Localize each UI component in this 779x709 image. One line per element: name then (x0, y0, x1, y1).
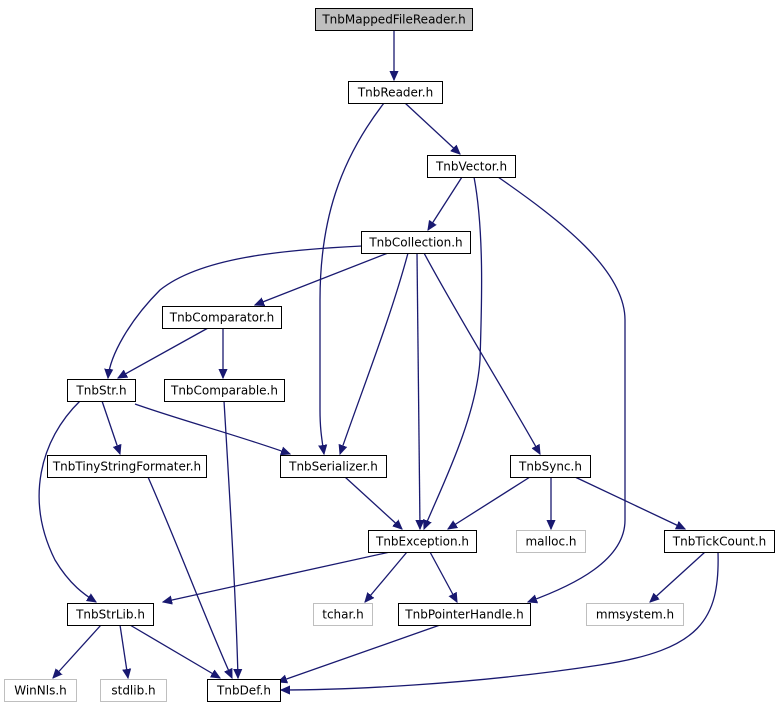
node-box (162, 306, 282, 329)
node-box (361, 231, 471, 254)
node-TnbComparator[interactable]: TnbComparator.h (162, 306, 282, 329)
edge-TnbCollection-to-TnbException (417, 252, 420, 529)
node-box (67, 379, 136, 402)
edge-TnbTinyStringFormater-to-TnbDef (147, 476, 233, 678)
node-box (315, 8, 473, 31)
edge-TnbComparable-to-TnbDef (223, 400, 238, 678)
nodes-layer: TnbMappedFileReader.hTnbReader.hTnbVecto… (4, 8, 775, 702)
edge-TnbSync-to-TnbTickCount (574, 476, 685, 530)
node-label: TnbComparable.h (170, 384, 278, 398)
edge-TnbStrLib-to-stdlib (119, 624, 128, 678)
node-label: tchar.h (322, 608, 364, 622)
node-box (67, 603, 154, 626)
node-TnbPointerHandle[interactable]: TnbPointerHandle.h (398, 603, 531, 626)
edge-TnbTickCount-to-mmsystem (650, 551, 706, 602)
edge-TnbStr-to-TnbSerializer (134, 403, 290, 454)
edge-TnbException-to-TnbStrLib (163, 551, 391, 602)
node-label: mmsystem.h (596, 608, 674, 622)
node-label: TnbReader.h (357, 86, 433, 100)
node-WinNls: WinNls.h (4, 679, 77, 702)
edge-TnbSync-to-TnbException (448, 476, 531, 529)
edge-TnbTickCount-to-TnbDef (281, 551, 719, 690)
node-mmsystem: mmsystem.h (586, 603, 684, 626)
edge-TnbException-to-tchar (365, 551, 408, 602)
node-TnbDef[interactable]: TnbDef.h (207, 679, 281, 702)
edge-TnbCollection-to-TnbStr (108, 245, 363, 378)
node-box (280, 455, 387, 478)
node-box (510, 455, 591, 478)
node-label: TnbCollection.h (368, 236, 462, 250)
node-box (516, 530, 586, 553)
node-label: TnbComparator.h (169, 311, 275, 325)
edge-TnbComparator-to-TnbStr (118, 327, 209, 378)
node-TnbMappedFileReader[interactable]: TnbMappedFileReader.h (315, 8, 473, 31)
node-box (398, 603, 531, 626)
node-TnbStrLib[interactable]: TnbStrLib.h (67, 603, 154, 626)
node-box (164, 379, 285, 402)
node-label: malloc.h (525, 535, 576, 549)
node-malloc: malloc.h (516, 530, 586, 553)
edge-TnbStrLib-to-WinNls (53, 624, 102, 678)
node-label: TnbSerializer.h (288, 460, 378, 474)
edge-TnbPointerHandle-to-TnbDef (278, 624, 441, 682)
node-stdlib: stdlib.h (100, 679, 167, 702)
node-label: stdlib.h (111, 684, 155, 698)
edge-TnbReader-to-TnbSerializer (320, 102, 385, 454)
edge-TnbException-to-TnbPointerHandle (429, 551, 457, 602)
node-label: TnbMappedFileReader.h (321, 13, 465, 27)
node-TnbStr[interactable]: TnbStr.h (67, 379, 136, 402)
node-TnbSync[interactable]: TnbSync.h (510, 455, 591, 478)
node-TnbVector[interactable]: TnbVector.h (427, 155, 516, 178)
edge-TnbVector-to-TnbCollection (428, 176, 463, 230)
node-TnbReader[interactable]: TnbReader.h (348, 81, 443, 104)
node-box (100, 679, 167, 702)
edge-TnbSerializer-to-TnbException (344, 476, 402, 529)
edge-TnbVector-to-TnbPointerHandle (497, 176, 626, 602)
node-box (586, 603, 684, 626)
node-box (348, 81, 443, 104)
node-TnbSerializer[interactable]: TnbSerializer.h (280, 455, 387, 478)
node-tchar: tchar.h (313, 603, 373, 626)
edge-TnbStr-to-TnbTinyStringFormater (101, 400, 120, 454)
node-label: TnbDef.h (216, 684, 271, 698)
node-TnbTinyStringFormater[interactable]: TnbTinyStringFormater.h (47, 455, 207, 478)
node-label: TnbSync.h (518, 460, 582, 474)
edge-TnbCollection-to-TnbSync (423, 252, 540, 454)
node-box (313, 603, 373, 626)
edge-TnbVector-to-TnbException (424, 176, 483, 529)
edge-TnbStr-to-TnbStrLib (38, 400, 96, 602)
node-TnbComparable[interactable]: TnbComparable.h (164, 379, 285, 402)
edges-layer (38, 30, 719, 690)
edge-TnbReader-to-TnbVector (404, 102, 460, 154)
node-label: TnbException.h (375, 535, 469, 549)
node-label: TnbTinyStringFormater.h (52, 460, 201, 474)
node-box (4, 679, 77, 702)
node-label: TnbStrLib.h (75, 608, 145, 622)
node-box (368, 530, 477, 553)
node-TnbTickCount[interactable]: TnbTickCount.h (664, 530, 775, 553)
node-label: TnbVector.h (435, 160, 507, 174)
edge-TnbCollection-to-TnbComparator (255, 252, 389, 305)
node-TnbException[interactable]: TnbException.h (368, 530, 477, 553)
edge-TnbCollection-to-TnbSerializer (340, 252, 409, 454)
node-label: TnbStr.h (75, 384, 126, 398)
node-box (207, 679, 281, 702)
node-TnbCollection[interactable]: TnbCollection.h (361, 231, 471, 254)
node-box (664, 530, 775, 553)
node-box (47, 455, 207, 478)
node-label: WinNls.h (14, 684, 67, 698)
edge-TnbStrLib-to-TnbDef (129, 624, 220, 678)
node-label: TnbPointerHandle.h (404, 608, 523, 622)
node-box (427, 155, 516, 178)
node-label: TnbTickCount.h (672, 535, 766, 549)
